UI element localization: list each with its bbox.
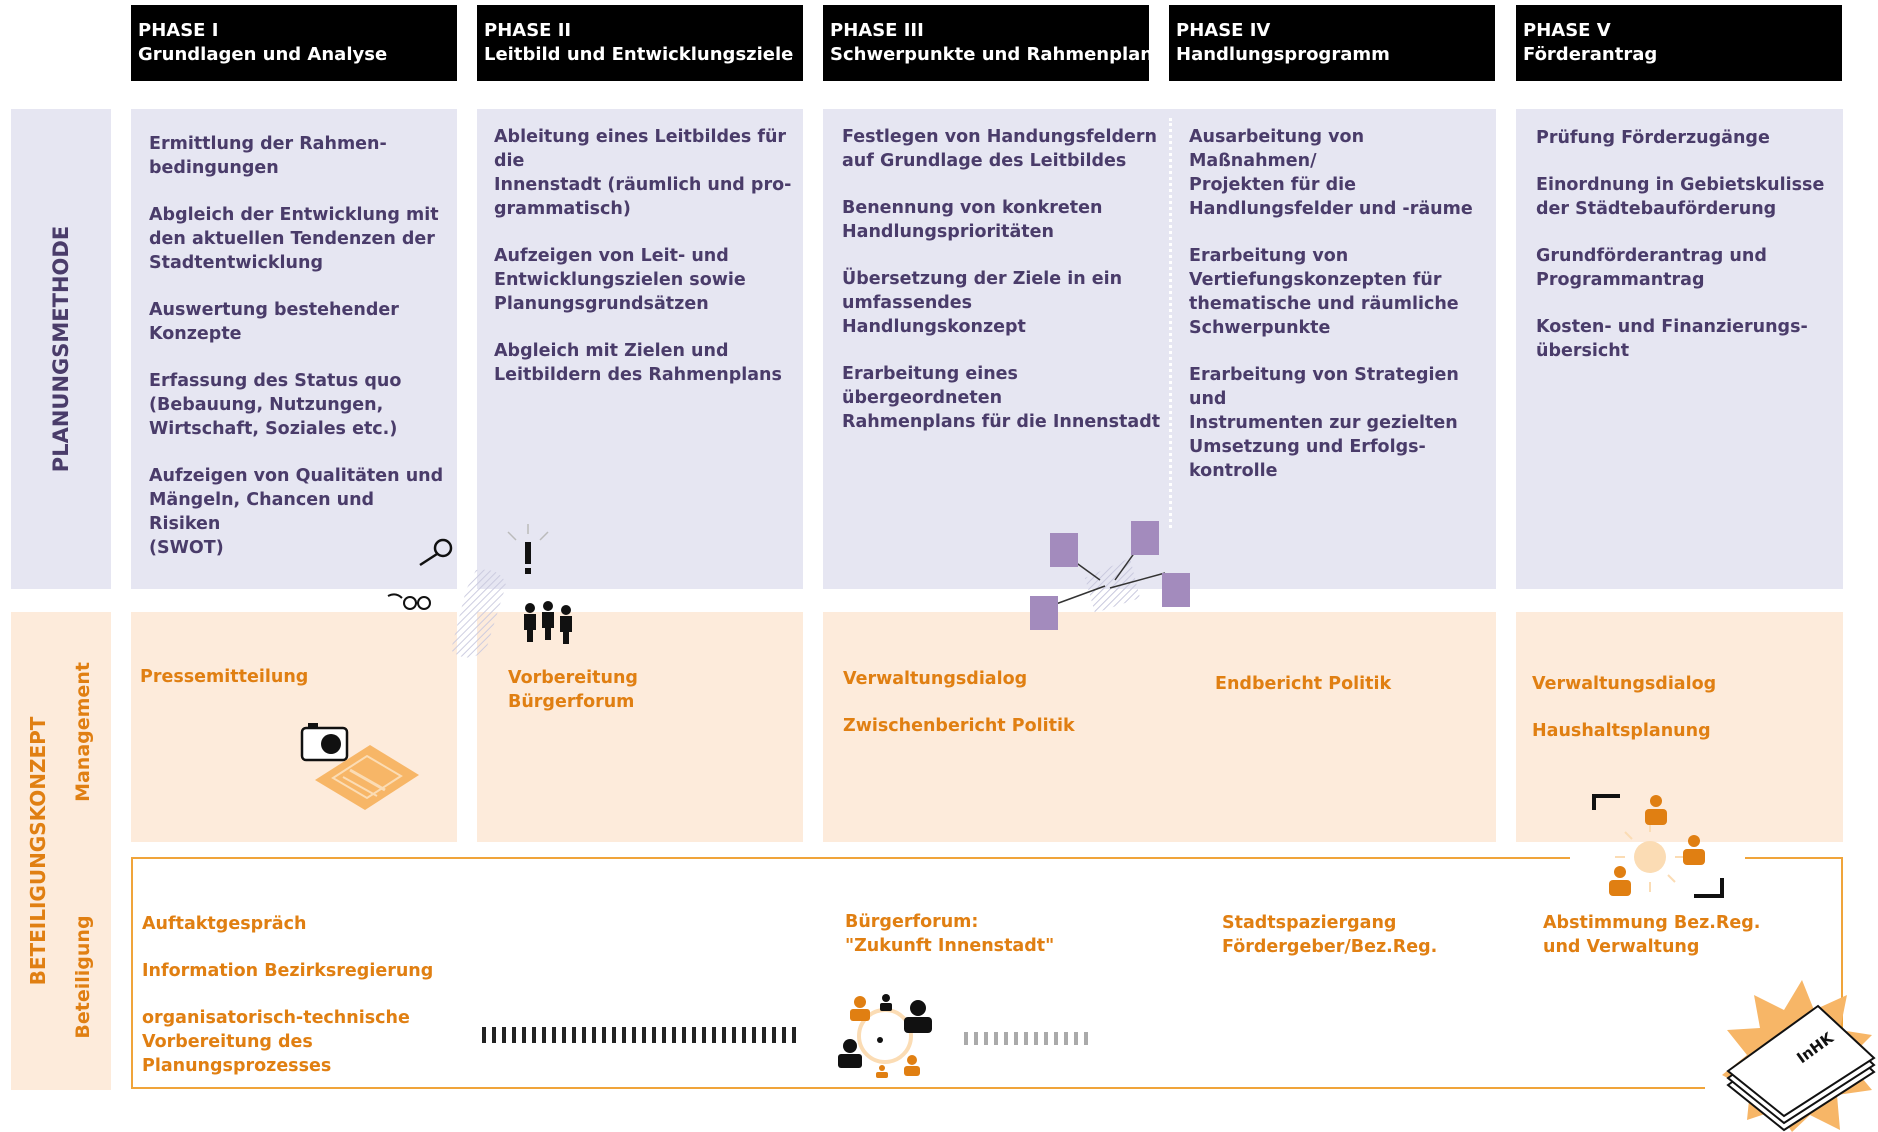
list-item: Erarbeitung eines übergeordneten Rahmenp… (842, 364, 1161, 432)
list-item: Erarbeitung von Vertiefungskonzepten für… (1189, 246, 1459, 338)
management-phase-2-panel (477, 612, 803, 842)
list-item: Verwaltungsdialog (1532, 674, 1717, 694)
list-item: Zwischenbericht Politik (843, 716, 1075, 736)
list-item: Vorbereitung Bürgerforum (508, 668, 638, 712)
planungsmethode-row-label: PLANUNGSMETHODE (11, 109, 111, 589)
planung-phase-2-panel (477, 109, 803, 589)
management-phase-4-list: Endbericht Politik (1215, 672, 1391, 719)
buergerforum-text: Bürgerforum: "Zukunft Innenstadt" (845, 912, 1055, 956)
list-item: Abgleich der Entwicklung mit den aktuell… (149, 205, 439, 273)
phase-2-header: PHASE II Leitbild und Entwicklungsziele (477, 5, 803, 81)
planung-phase-1-panel (131, 109, 457, 589)
document-network-icon (1030, 521, 1190, 630)
management-phase-5-panel (1516, 612, 1843, 842)
inhk-book-icon: InHK (1722, 980, 1876, 1132)
dashed-timeline-light (964, 1032, 1088, 1045)
phase-5-header: PHASE V Förderantrag (1516, 5, 1842, 81)
beteiligung-label: Beteiligung (72, 915, 94, 1039)
beteiligung-box (131, 857, 1843, 1089)
planung-phase-3-list: Festlegen von Handungsfeldern auf Grundl… (842, 125, 1162, 457)
list-item: Erfassung des Status quo (Bebauung, Nutz… (149, 371, 402, 439)
beteiligung-phase-1-list: Auftaktgespräch Information Bezirksregie… (142, 912, 433, 1101)
list-item: Ermittlung der Rahmen- bedingungen (149, 134, 387, 178)
beteiligungskonzept-label: BETEILIGUNGSKONZEPT (26, 716, 50, 986)
management-phase-3-list: Verwaltungsdialog Zwischenbericht Politi… (843, 667, 1075, 761)
phase-5-title: Förderantrag (1523, 44, 1658, 65)
list-item: Ableitung eines Leitbildes für die Innen… (494, 127, 792, 219)
list-item: Verwaltungsdialog (843, 669, 1028, 689)
list-item: Ausarbeitung von Maßnahmen/ Projekten fü… (1189, 127, 1473, 219)
dashed-timeline-dark (482, 1027, 802, 1043)
camera-icon (300, 723, 349, 762)
phase-3-title: Schwerpunkte und Rahmenplan (830, 44, 1154, 65)
management-phase-3-4-panel (823, 612, 1496, 842)
abstimmung-text: Abstimmung Bez.Reg. und Verwaltung (1543, 913, 1761, 957)
planung-phase-5-list: Prüfung Förderzugänge Einordnung in Gebi… (1536, 126, 1836, 386)
phase-4-header: PHASE IV Handlungsprogramm (1169, 5, 1495, 81)
planung-phase-5-panel (1516, 109, 1843, 589)
phase-1-number: PHASE I (138, 20, 219, 41)
list-item: Haushaltsplanung (1532, 721, 1711, 741)
newspaper-icon (315, 745, 419, 810)
list-item: Endbericht Politik (1215, 674, 1392, 694)
phase-4-title: Handlungsprogramm (1176, 44, 1390, 65)
phase-4-number: PHASE IV (1176, 20, 1271, 41)
planung-phase-2-list: Ableitung eines Leitbildes für die Innen… (494, 125, 799, 410)
management-phase-5-list: Verwaltungsdialog Haushaltsplanung (1532, 672, 1716, 766)
exclamation-icon (507, 524, 549, 574)
forum-people-icon (838, 994, 932, 1078)
phase-2-number: PHASE II (484, 20, 572, 41)
management-phase-2-list: Vorbereitung Bürgerforum (508, 666, 638, 737)
phase-2-title: Leitbild und Entwicklungsziele (484, 44, 794, 65)
stadtspaziergang-text: Stadtspaziergang Fördergeber/Bez.Reg. (1222, 913, 1438, 957)
list-item: Kosten- und Finanzierungs- übersicht (1536, 317, 1808, 361)
management-label: Management (72, 662, 94, 802)
beteiligungskonzept-row-label: BETEILIGUNGSKONZEPT Management Beteiligu… (11, 612, 111, 1090)
list-item: organisatorisch-technische Vorbereitung … (142, 1008, 410, 1076)
list-item: Prüfung Förderzugänge (1536, 128, 1770, 148)
list-item: Aufzeigen von Leit- und Entwicklungsziel… (494, 246, 746, 314)
list-item: Information Bezirksregierung (142, 961, 434, 981)
phase-1-title: Grundlagen und Analyse (138, 44, 388, 65)
list-item: Erarbeitung von Strategien und Instrumen… (1189, 365, 1459, 481)
planungsmethode-label: PLANUNGSMETHODE (49, 225, 73, 473)
phase-5-number: PHASE V (1523, 20, 1611, 41)
list-item: Benennung von konkreten Handlungspriorit… (842, 198, 1103, 242)
magnifier-icon (419, 538, 453, 567)
glasses-icon (387, 593, 431, 610)
people-group-icon (524, 601, 572, 644)
list-item: Festlegen von Handungsfeldern auf Grundl… (842, 127, 1157, 171)
stakeholder-sun-icon (1592, 794, 1724, 898)
phase-3-number: PHASE III (830, 20, 924, 41)
paper-sketch-icon (451, 569, 506, 658)
phase-1-header: PHASE I Grundlagen und Analyse (131, 5, 457, 81)
list-item: Auswertung bestehender Konzepte (149, 300, 399, 344)
list-item: Aufzeigen von Qualitäten und Mängeln, Ch… (149, 466, 444, 558)
planung-phase-1-list: Ermittlung der Rahmen- bedingungen Abgle… (149, 132, 449, 583)
planung-phase-4-list: Ausarbeitung von Maßnahmen/ Projekten fü… (1189, 125, 1494, 506)
list-item: Abgleich mit Zielen und Leitbildern des … (494, 341, 782, 385)
phase-3-4-divider (1169, 118, 1172, 528)
list-item: Übersetzung der Ziele in ein umfassendes… (842, 269, 1123, 337)
planung-phase-3-4-panel (823, 109, 1496, 589)
management-phase-1-panel (131, 612, 457, 842)
list-item: Grundförderantrag und Programmantrag (1536, 246, 1767, 290)
list-item: Auftaktgespräch (142, 914, 307, 934)
list-item: Pressemitteilung (140, 667, 309, 687)
management-phase-1-list: Pressemitteilung (140, 665, 308, 712)
phase-3-header: PHASE III Schwerpunkte und Rahmenplan (823, 5, 1154, 81)
list-item: Einordnung in Gebietskulisse der Städteb… (1536, 175, 1825, 219)
